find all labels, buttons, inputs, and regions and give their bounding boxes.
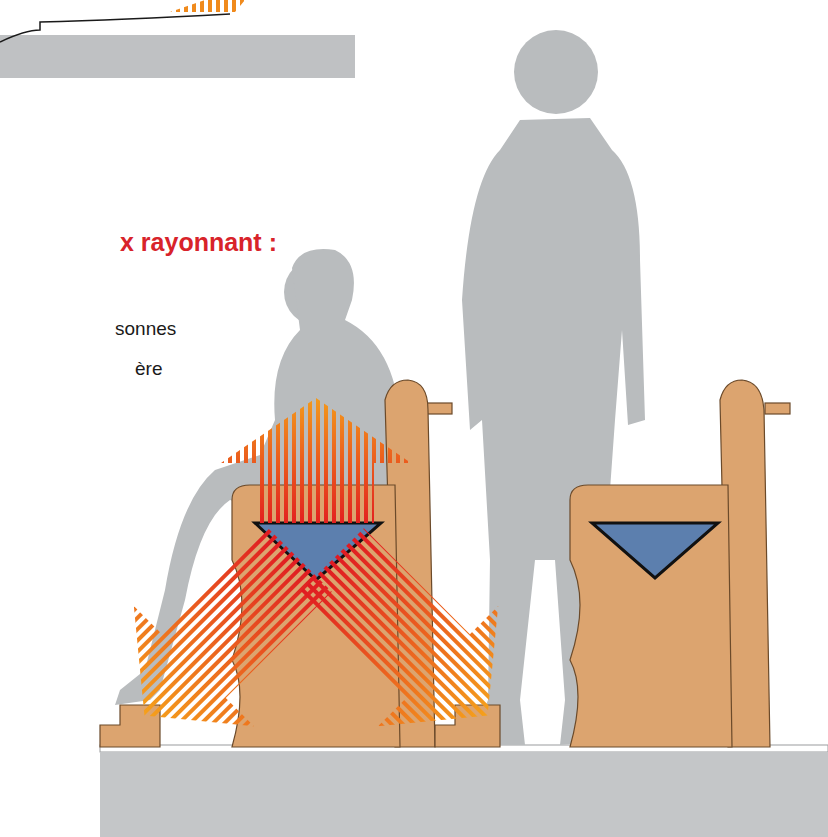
floor [100, 745, 828, 837]
section-heading: x rayonnant : [120, 228, 277, 257]
body-text: ère [135, 358, 162, 380]
body-text: sonnes [115, 318, 176, 340]
radiant-arrows [84, 398, 547, 776]
top-fragment [0, 0, 355, 78]
